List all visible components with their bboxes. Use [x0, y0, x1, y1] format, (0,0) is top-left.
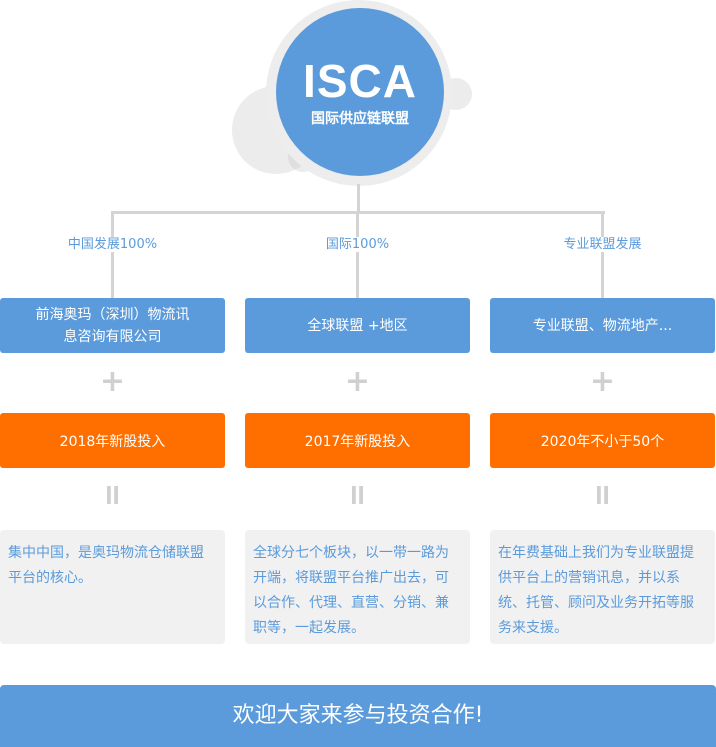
- logo-circle: ISCA 国际供应链联盟: [276, 8, 444, 176]
- equals-icon: II: [595, 480, 610, 510]
- entity-box: 前海奥玛（深圳）物流讯息咨询有限公司: [0, 298, 225, 353]
- plus-icon: +: [344, 364, 371, 399]
- cta-banner[interactable]: 欢迎大家来参与投资合作!: [0, 685, 716, 747]
- branch-label: 中国发展100%: [0, 233, 225, 252]
- entity-box: 专业联盟、物流地产...: [490, 298, 715, 353]
- plus-icon: +: [99, 364, 126, 399]
- plus-icon: +: [589, 364, 616, 399]
- description-box: 全球分七个板块，以一带一路为开端，将联盟平台推广出去，可以合作、代理、直营、分销…: [245, 530, 470, 644]
- equals-icon: II: [105, 480, 120, 510]
- investment-box: 2017年新股投入: [245, 413, 470, 468]
- equals-icon: II: [350, 480, 365, 510]
- logo-text: ISCA: [303, 55, 417, 107]
- connector: [356, 211, 359, 298]
- investment-box: 2018年新股投入: [0, 413, 225, 468]
- connector: [601, 211, 604, 298]
- connector: [357, 184, 360, 212]
- investment-box: 2020年不小于50个: [490, 413, 715, 468]
- connector: [111, 211, 114, 298]
- description-box: 集中中国，是奥玛物流仓储联盟平台的核心。: [0, 530, 225, 644]
- logo-subtitle: 国际供应链联盟: [311, 111, 409, 127]
- branch-label: 专业联盟发展: [490, 233, 715, 252]
- branch-label: 国际100%: [245, 233, 470, 252]
- description-box: 在年费基础上我们为专业联盟提供平台上的营销讯息，并以系统、托管、顾问及业务开拓等…: [490, 530, 715, 644]
- entity-box: 全球联盟 +地区: [245, 298, 470, 353]
